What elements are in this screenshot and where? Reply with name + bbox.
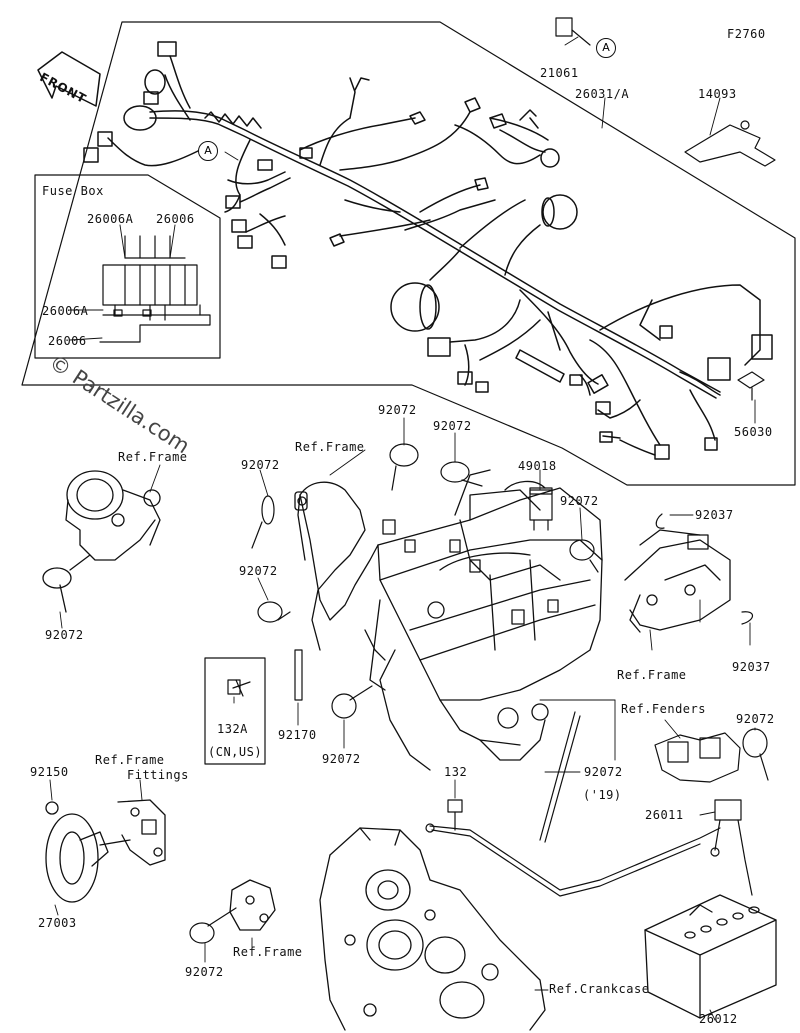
part-label: (CN,US) <box>208 745 263 759</box>
connector-26011 <box>714 799 742 821</box>
relay-49018 <box>529 489 553 521</box>
part-label: 132 <box>444 765 468 779</box>
fuse-box-title: Fuse Box <box>42 184 104 198</box>
part-label: Ref.Frame <box>617 668 687 682</box>
fuse-label: 26006A <box>87 212 134 226</box>
battery <box>644 894 777 1019</box>
part-label: 92072 <box>45 628 84 642</box>
part-label: 92072 <box>322 752 361 766</box>
harness-outline <box>21 21 796 486</box>
figure-code: F2760 <box>727 27 766 41</box>
part-label: 92072 <box>241 458 280 472</box>
bracket-14093 <box>684 124 776 167</box>
part-label: Ref.Frame <box>233 945 303 959</box>
part-label: 132A <box>217 722 248 736</box>
circle-marker-a: A <box>596 38 616 58</box>
part-label: ('19) <box>583 788 622 802</box>
fuse-label: 26006 <box>156 212 195 226</box>
part-label: 26012 <box>699 1012 738 1026</box>
frame-assembly <box>294 469 603 771</box>
crankcase <box>319 827 546 1031</box>
part-label: 26011 <box>645 808 684 822</box>
part-label: 92072 <box>378 403 417 417</box>
part-label: 92072 <box>433 419 472 433</box>
part-label: Ref.Frame <box>95 753 165 767</box>
front-arrow <box>37 51 101 107</box>
part-label: 92170 <box>278 728 317 742</box>
fender-bracket <box>654 732 741 783</box>
part-label: Fittings <box>127 768 189 782</box>
part-label: 14093 <box>698 87 737 101</box>
circle-marker-a: A <box>198 141 218 161</box>
part-label: 49018 <box>518 459 557 473</box>
part-label: 92072 <box>736 712 775 726</box>
part-label: 21061 <box>540 66 579 80</box>
part-label: Ref.Fenders <box>621 702 706 716</box>
fuse-box-diagram <box>99 235 211 343</box>
part-label: 92037 <box>732 660 771 674</box>
part-label: 92072 <box>185 965 224 979</box>
fuse-label: 26006 <box>48 334 87 348</box>
bolt-132 <box>447 799 463 813</box>
connector-21061 <box>555 17 573 37</box>
part-label: 92072 <box>584 765 623 779</box>
bottom-bracket <box>229 879 276 931</box>
fuse-box-frame <box>34 174 221 359</box>
wire-harness <box>83 41 773 460</box>
part-label: 26031/A <box>575 87 630 101</box>
part-label: 56030 <box>734 425 773 439</box>
strap-92170 <box>294 649 303 701</box>
bolt-132A-box <box>204 657 266 765</box>
part-label: 27003 <box>38 916 77 930</box>
cable-ties <box>189 443 769 944</box>
horn <box>45 799 166 903</box>
part-label: Ref.Frame <box>295 440 365 454</box>
part-label: 92072 <box>560 494 599 508</box>
part-label: Ref.Crankcase <box>549 982 650 996</box>
ignition-switch <box>42 470 161 613</box>
part-label: 92072 <box>239 564 278 578</box>
part-label: 92150 <box>30 765 69 779</box>
fuse-label: 26006A <box>42 304 89 318</box>
part-label: 92037 <box>695 508 734 522</box>
bracket-92037 <box>624 529 731 633</box>
part-label: Ref.Frame <box>118 450 188 464</box>
leader-lines <box>49 36 756 1021</box>
